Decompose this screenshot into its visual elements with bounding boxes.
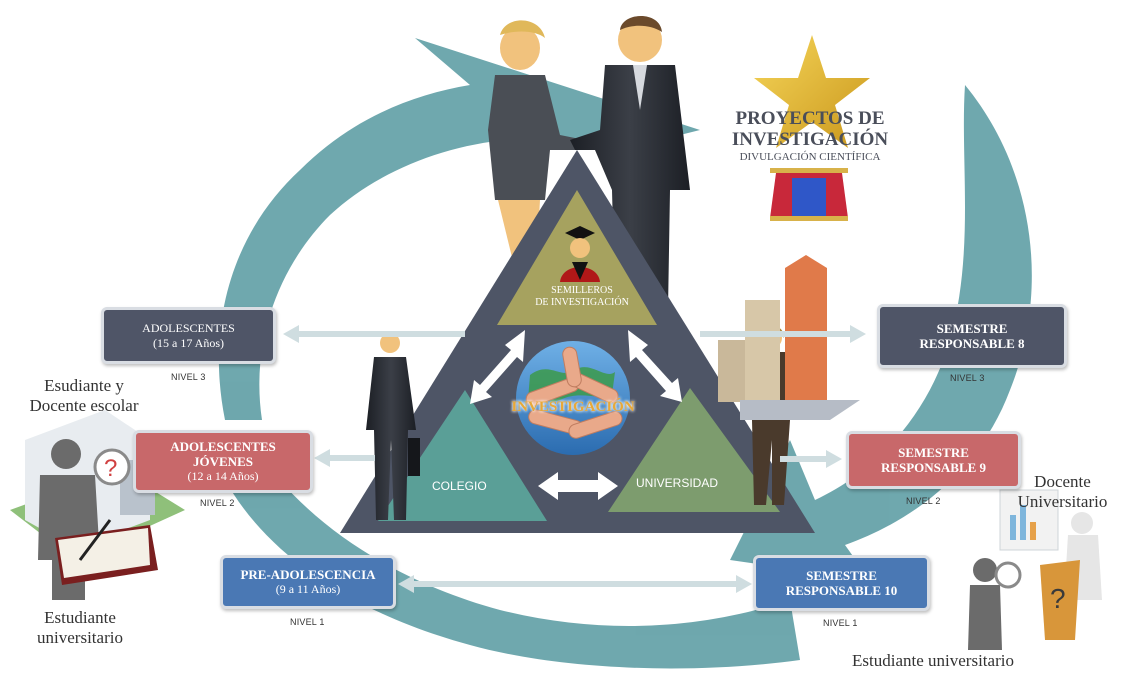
box-adolescentes-jovenes-title: ADOLESCENTES JÓVENES — [170, 439, 276, 469]
projects-subtitle: DIVULGACIÓN CIENTÍFICA — [739, 151, 881, 163]
student-teacher-right-illustration: ? — [968, 489, 1102, 650]
svg-text:?: ? — [1050, 583, 1066, 614]
svg-text:?: ? — [104, 455, 117, 482]
box-pre-adolescencia: PRE-ADOLESCENCIA (9 a 11 Años) — [220, 555, 396, 609]
caption-left-top: Esudiante y Docente escolar — [29, 376, 139, 415]
triangle-top-label: SEMILLEROS DE INVESTIGACIÓN — [535, 285, 629, 308]
graduate-icon — [560, 226, 600, 282]
projects-title-line1: PROYECTOS DE — [735, 108, 885, 129]
box-semestre-9: SEMESTRE RESPONSABLE 9 — [846, 431, 1021, 489]
level-right-1: NIVEL 1 — [823, 618, 858, 628]
podium-icon — [770, 168, 848, 221]
buildings-icon — [718, 255, 860, 420]
caption-left-bottom: Estudiante universitario — [37, 608, 123, 647]
box-semestre-10-title: SEMESTRE — [806, 568, 877, 583]
projects-title-line2: INVESTIGACIÓN — [731, 129, 889, 150]
triangle-left-label: COLEGIO — [432, 479, 487, 493]
box-semestre-10-sub: RESPONSABLE 10 — [785, 583, 898, 598]
globe-hands-icon — [516, 341, 630, 455]
level-left-3: NIVEL 3 — [171, 372, 206, 382]
businessman-figure — [366, 333, 420, 520]
student-teacher-left-illustration: ? — [10, 410, 185, 600]
caption-right-bottom: Estudiante universitario — [852, 651, 1014, 670]
box-pre-adolescencia-title: PRE-ADOLESCENCIA — [240, 567, 376, 582]
box-semestre-9-sub: RESPONSABLE 9 — [880, 460, 987, 475]
box-semestre-8: SEMESTRE RESPONSABLE 8 — [877, 304, 1067, 368]
triangle-diagram — [340, 150, 815, 533]
box-adolescentes-title: ADOLESCENTES — [142, 320, 235, 335]
box-adolescentes-jovenes-sub: (12 a 14 Años) — [187, 469, 259, 483]
box-adolescentes-sub: (15 a 17 Años) — [153, 335, 224, 350]
star-icon — [754, 35, 870, 148]
box-semestre-8-sub: RESPONSABLE 8 — [919, 336, 1025, 351]
box-adolescentes: ADOLESCENTES (15 a 17 Años) — [101, 307, 276, 364]
level-right-2: NIVEL 2 — [906, 496, 941, 506]
level-left-2: NIVEL 2 — [200, 498, 235, 508]
triangle-right-label: UNIVERSIDAD — [636, 476, 719, 490]
box-semestre-8-title: SEMESTRE — [936, 321, 1008, 336]
triangle-left-colegio — [378, 390, 547, 521]
box-adolescentes-jovenes: ADOLESCENTES JÓVENES (12 a 14 Años) — [133, 430, 313, 493]
inner-arrows — [470, 330, 682, 500]
box-pre-adolescencia-sub: (9 a 11 Años) — [275, 582, 341, 596]
projects-heading: PROYECTOS DE INVESTIGACIÓN DIVULGACIÓN C… — [720, 108, 900, 164]
level-right-3: NIVEL 3 — [950, 373, 985, 383]
box-semestre-10: SEMESTRE RESPONSABLE 10 — [753, 555, 930, 611]
connector-arrows — [283, 325, 866, 593]
level-left-1: NIVEL 1 — [290, 617, 325, 627]
triangle-right-universidad — [608, 388, 780, 512]
caption-right-top: Docente Universitario — [1017, 472, 1108, 511]
center-label: INVESTIGACIÓN — [511, 399, 635, 415]
box-semestre-9-title: SEMESTRE — [898, 445, 969, 460]
